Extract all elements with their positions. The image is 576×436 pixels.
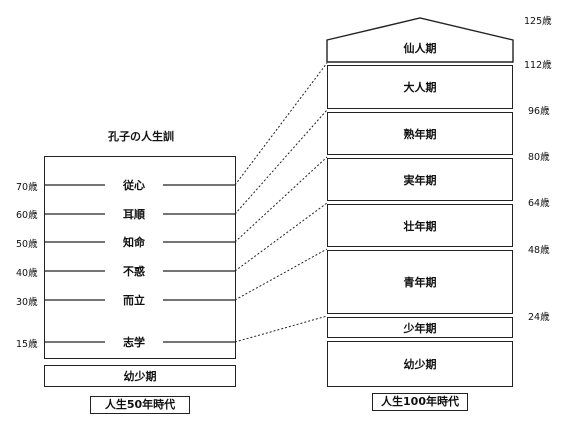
right-age-112: 112歳 bbox=[524, 60, 552, 71]
stage-sounen: 壮年期 bbox=[403, 219, 437, 233]
roof-shape bbox=[326, 17, 514, 63]
connector-40-64 bbox=[234, 202, 328, 272]
box-youshouki: 幼少期 bbox=[327, 341, 513, 387]
box-seinen: 青年期 bbox=[327, 250, 513, 314]
right-age-24: 24歳 bbox=[528, 312, 550, 323]
left-age-40: 40歳 bbox=[16, 268, 38, 279]
stage-jushin: 従心 bbox=[123, 179, 145, 192]
left-title: 孔子の人生訓 bbox=[108, 130, 174, 143]
box-jukunen: 熟年期 bbox=[327, 112, 513, 155]
connector-lines bbox=[234, 62, 328, 343]
connector-60-96 bbox=[234, 109, 328, 215]
connector-70-112 bbox=[234, 62, 328, 186]
stage-jiritsu: 而立 bbox=[123, 294, 145, 307]
left-age-15: 15歳 bbox=[16, 339, 38, 350]
stage-youshouki: 幼少期 bbox=[403, 358, 437, 371]
left-age-50: 50歳 bbox=[16, 239, 38, 250]
connector-15-24 bbox=[234, 315, 328, 343]
stage-chimei: 知命 bbox=[123, 236, 145, 249]
left-age-70: 70歳 bbox=[16, 182, 38, 193]
stage-shigaku: 志学 bbox=[123, 336, 145, 349]
stage-otona: 大人期 bbox=[403, 81, 437, 94]
box-otona: 大人期 bbox=[327, 65, 513, 109]
stage-jijun: 耳順 bbox=[123, 208, 145, 221]
right-age-80: 80歳 bbox=[528, 152, 550, 163]
left-childhood-label: 幼少期 bbox=[123, 370, 157, 383]
stage-fuwaku: 不惑 bbox=[123, 265, 145, 278]
stage-shounen: 少年期 bbox=[403, 321, 437, 335]
stage-jukunen: 熟年期 bbox=[403, 127, 437, 141]
left-age-30: 30歳 bbox=[16, 297, 38, 308]
right-age-48: 48歳 bbox=[528, 245, 550, 256]
right-age-64: 64歳 bbox=[528, 198, 550, 209]
left-life-box bbox=[44, 156, 236, 359]
right-age-125: 125歳 bbox=[524, 16, 552, 27]
box-sounen: 壮年期 bbox=[327, 204, 513, 247]
connector-50-80 bbox=[234, 156, 328, 243]
stage-seinen: 青年期 bbox=[403, 276, 437, 289]
connector-30-48 bbox=[234, 248, 328, 301]
box-shounen: 少年期 bbox=[327, 317, 513, 338]
left-age-lines bbox=[45, 184, 235, 343]
box-jitsunen: 実年期 bbox=[327, 158, 513, 201]
left-childhood-box: 幼少期 bbox=[44, 365, 236, 387]
right-caption: 人生100年時代 bbox=[372, 393, 468, 411]
left-age-60: 60歳 bbox=[16, 210, 38, 221]
left-caption: 人生50年時代 bbox=[90, 396, 190, 414]
stage-sennin: 仙人期 bbox=[403, 42, 437, 55]
right-age-96: 96歳 bbox=[528, 106, 550, 117]
stage-jitsunen: 実年期 bbox=[403, 173, 437, 187]
